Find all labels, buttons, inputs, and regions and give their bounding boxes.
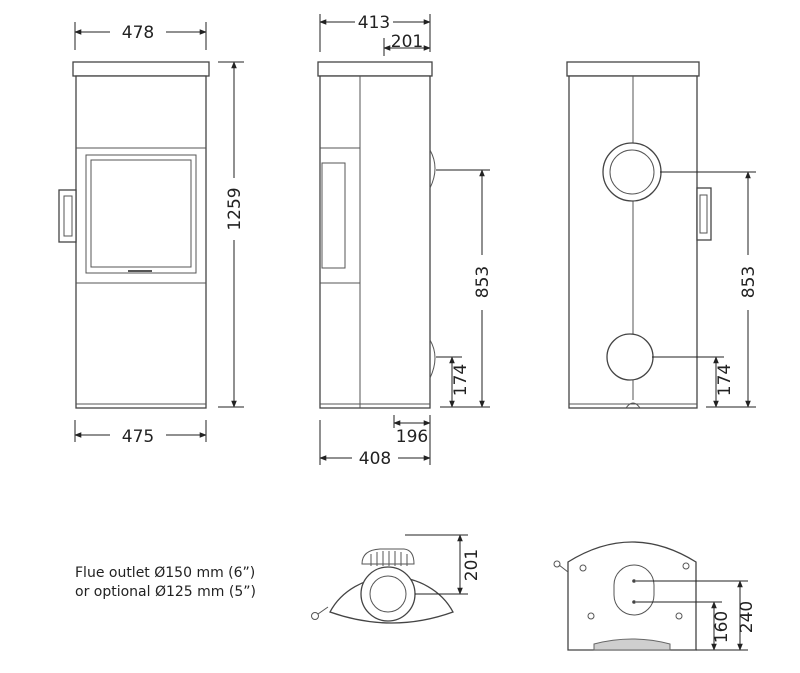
dim-side-lower-outlet-height: 174 (451, 364, 471, 396)
dim-bottom-outlet-height-b: 240 (737, 601, 757, 633)
side-body (319, 75, 431, 409)
bottom-handle-knob (553, 560, 561, 568)
front-door (85, 154, 197, 274)
front-handle (58, 189, 77, 243)
brand-logo (128, 270, 152, 272)
bottom-foot-top-left (579, 564, 587, 572)
dim-back-rear-outlet-height: 853 (739, 266, 759, 298)
side-view: 413 201 196 408 853 174 (317, 13, 493, 469)
back-rear-outlet-inner (609, 149, 655, 195)
bottom-outlet-point-lower (632, 600, 636, 604)
top-handle-knob (311, 612, 319, 620)
back-lower-outlet (606, 333, 654, 381)
bottom-outlet-slot (613, 564, 655, 616)
flue-note: Flue outlet Ø150 mm (6”) or optional Ø12… (75, 565, 256, 600)
bottom-handle-stem (558, 564, 569, 573)
front-door-glass (90, 159, 192, 268)
back-view: 853 174 (566, 61, 759, 409)
dim-side-bottom-depth: 408 (359, 449, 391, 469)
back-handle (696, 187, 712, 241)
bottom-foot-bottom-right (675, 612, 683, 620)
top-vent-grille (361, 548, 415, 565)
bottom-foot-bottom-left (587, 612, 595, 620)
side-rear-outlet-bulge (429, 149, 436, 189)
bottom-ash-grate (593, 638, 671, 651)
back-center-notch (625, 402, 641, 409)
top-flue-outlet-inner (369, 575, 407, 613)
dim-top-flue-offset: 201 (462, 549, 482, 581)
dim-side-top-flue-offset: 201 (391, 32, 423, 52)
back-rear-outlet-outer (602, 142, 662, 202)
flue-note-line1: Flue outlet Ø150 mm (6”) (75, 565, 255, 581)
flue-note-line2: or optional Ø125 mm (5”) (75, 584, 256, 600)
dim-bottom-outlet-height-a: 160 (712, 611, 732, 643)
dim-side-bottom-offset: 196 (396, 427, 428, 447)
side-top-plate (317, 61, 433, 77)
front-handle-inner (63, 195, 73, 237)
dim-side-top-depth: 413 (358, 13, 390, 33)
back-handle-inner (699, 194, 708, 234)
dim-side-rear-outlet-height: 853 (473, 266, 493, 298)
bottom-view-outline (567, 541, 697, 651)
front-top-plate (72, 61, 210, 77)
top-handle-stem (317, 606, 329, 615)
dim-back-lower-outlet-height: 174 (715, 364, 735, 396)
bottom-outlet-point-upper (632, 579, 636, 583)
bottom-view: 240 160 (553, 541, 757, 651)
side-door-window (321, 162, 346, 269)
top-flue-outlet-outer (360, 566, 416, 622)
side-lower-outlet-bulge (429, 339, 436, 379)
front-body (75, 75, 207, 409)
bottom-foot-top-right (682, 562, 690, 570)
back-top-plate (566, 61, 700, 77)
top-view: 201 (311, 534, 482, 624)
front-view: 478 475 1259 (58, 22, 245, 447)
dim-front-height: 1259 (225, 187, 245, 230)
dim-front-top-width: 478 (122, 23, 154, 43)
dim-front-bottom-width: 475 (122, 427, 154, 447)
